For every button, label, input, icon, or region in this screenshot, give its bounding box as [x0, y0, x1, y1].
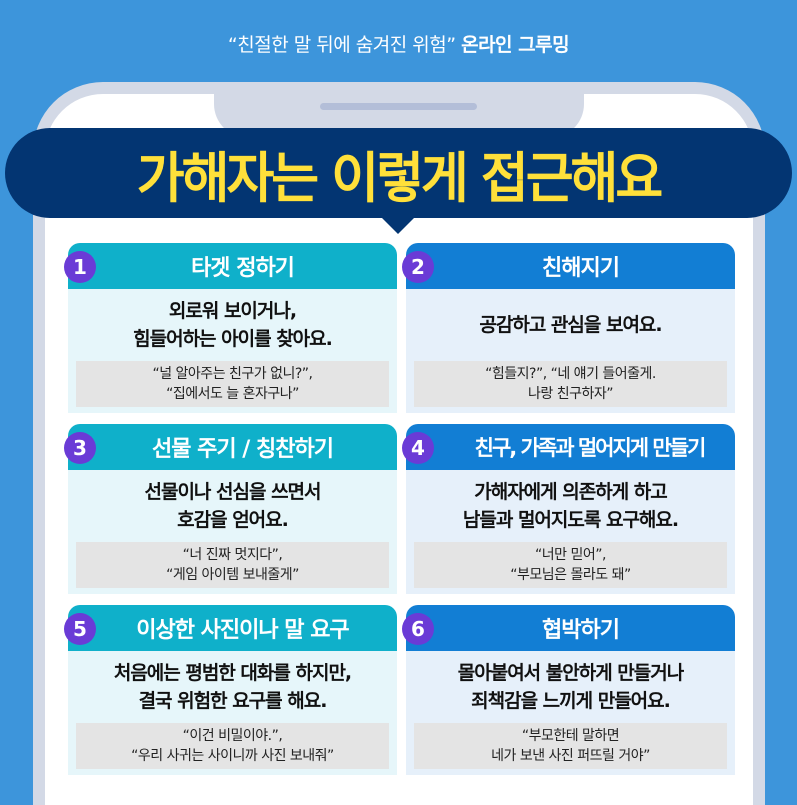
card-description: 외로워 보이거나, 힘들어하는 아이를 찾아요. — [68, 295, 397, 355]
card-header: 선물 주기 / 칭찬하기 — [68, 424, 397, 470]
card-title: 친해지기 — [542, 256, 620, 281]
card-body: 처음에는 평범한 대화를 하지만, 결국 위험한 요구를 해요. “이건 비밀이… — [68, 651, 397, 775]
step-card-1: 타겟 정하기 1 외로워 보이거나, 힘들어하는 아이를 찾아요. “널 알아주… — [64, 243, 397, 413]
card-body: 몰아붙여서 불안하게 만들거나 죄책감을 느끼게 만들어요. “부모한테 말하면… — [406, 651, 735, 775]
card-header: 협박하기 — [406, 605, 735, 651]
quote-line: “우리 사귀는 사이니까 사진 보내줘” — [131, 748, 334, 764]
phone-speaker-bar — [320, 103, 477, 110]
desc-line: 가해자에게 의존하게 하고 — [474, 481, 668, 503]
card-quote: “너 진짜 멋지다”, “게임 아이템 보내줄게” — [76, 542, 389, 588]
card-quote: “이건 비밀이야.”, “우리 사귀는 사이니까 사진 보내줘” — [76, 723, 389, 769]
card-header: 친해지기 — [406, 243, 735, 289]
quote-line: 네가 보낸 사진 퍼뜨릴 거야” — [491, 748, 650, 764]
card-description: 처음에는 평범한 대화를 하지만, 결국 위험한 요구를 해요. — [68, 657, 397, 717]
quote-line: “힘들지?”, “네 얘기 들어줄게. — [485, 366, 656, 382]
desc-line: 선물이나 선심을 쓰면서 — [144, 481, 321, 503]
step-number-badge: 6 — [402, 613, 434, 645]
desc-line: 남들과 멀어지도록 요구해요. — [462, 509, 679, 531]
card-body: 외로워 보이거나, 힘들어하는 아이를 찾아요. “널 알아주는 친구가 없니?… — [68, 289, 397, 413]
card-title: 이상한 사진이나 말 요구 — [136, 618, 349, 643]
card-description: 몰아붙여서 불안하게 만들거나 죄책감을 느끼게 만들어요. — [406, 657, 735, 717]
card-header: 타겟 정하기 — [68, 243, 397, 289]
step-card-6: 협박하기 6 몰아붙여서 불안하게 만들거나 죄책감을 느끼게 만들어요. “부… — [402, 605, 735, 775]
banner-title: 가해자는 이렇게 접근해요 — [136, 147, 663, 211]
card-header: 친구, 가족과 멀어지게 만들기 — [406, 424, 735, 470]
quote-line: “널 알아주는 친구가 없니?”, — [152, 366, 313, 382]
step-number-badge: 3 — [64, 432, 96, 464]
card-title: 협박하기 — [542, 618, 620, 643]
desc-line: 외로워 보이거나, — [168, 300, 297, 322]
step-number-badge: 5 — [64, 613, 96, 645]
quote-line: “너만 믿어”, — [535, 547, 606, 563]
title-banner: 가해자는 이렇게 접근해요 — [5, 128, 792, 218]
card-title: 선물 주기 / 칭찬하기 — [152, 437, 334, 462]
quote-line: 나랑 친구하자” — [528, 386, 613, 402]
card-description: 공감하고 관심을 보여요. — [406, 295, 735, 355]
top-caption: “친절한 말 뒤에 숨겨진 위험” 온라인 그루밍 — [0, 30, 797, 57]
desc-line: 죄책감을 느끼게 만들어요. — [471, 690, 671, 712]
card-title: 타겟 정하기 — [191, 256, 295, 281]
card-title: 친구, 가족과 멀어지게 만들기 — [474, 436, 707, 460]
card-body: 선물이나 선심을 쓰면서 호감을 얻어요. “너 진짜 멋지다”, “게임 아이… — [68, 470, 397, 594]
step-card-5: 이상한 사진이나 말 요구 5 처음에는 평범한 대화를 하지만, 결국 위험한… — [64, 605, 397, 775]
caption-quote: “친절한 말 뒤에 숨겨진 위험” — [227, 34, 456, 56]
card-description: 선물이나 선심을 쓰면서 호감을 얻어요. — [68, 476, 397, 536]
desc-line: 공감하고 관심을 보여요. — [479, 314, 662, 336]
card-body: 공감하고 관심을 보여요. “힘들지?”, “네 얘기 들어줄게. 나랑 친구하… — [406, 289, 735, 413]
desc-line: 결국 위험한 요구를 해요. — [138, 690, 328, 712]
desc-line: 몰아붙여서 불안하게 만들거나 — [457, 662, 684, 684]
card-body: 가해자에게 의존하게 하고 남들과 멀어지도록 요구해요. “너만 믿어”, “… — [406, 470, 735, 594]
step-number-badge: 1 — [64, 251, 96, 283]
quote-line: “집에서도 늘 혼자구나” — [166, 386, 299, 402]
step-number-badge: 4 — [402, 432, 434, 464]
card-quote: “널 알아주는 친구가 없니?”, “집에서도 늘 혼자구나” — [76, 361, 389, 407]
card-description: 가해자에게 의존하게 하고 남들과 멀어지도록 요구해요. — [406, 476, 735, 536]
step-card-4: 친구, 가족과 멀어지게 만들기 4 가해자에게 의존하게 하고 남들과 멀어지… — [402, 424, 735, 594]
step-card-2: 친해지기 2 공감하고 관심을 보여요. “힘들지?”, “네 얘기 들어줄게.… — [402, 243, 735, 413]
quote-line: “부모님은 몰라도 돼” — [510, 567, 631, 583]
card-quote: “너만 믿어”, “부모님은 몰라도 돼” — [414, 542, 727, 588]
quote-line: “이건 비밀이야.”, — [182, 728, 283, 744]
desc-line: 처음에는 평범한 대화를 하지만, — [113, 662, 352, 684]
desc-line: 호감을 얻어요. — [177, 509, 289, 531]
quote-line: “부모한테 말하면 — [521, 728, 620, 744]
desc-line: 힘들어하는 아이를 찾아요. — [133, 328, 333, 350]
quote-line: “너 진짜 멋지다”, — [182, 547, 283, 563]
card-quote: “힘들지?”, “네 얘기 들어줄게. 나랑 친구하자” — [414, 361, 727, 407]
banner-pointer — [380, 216, 416, 234]
step-number-badge: 2 — [402, 251, 434, 283]
step-card-3: 선물 주기 / 칭찬하기 3 선물이나 선심을 쓰면서 호감을 얻어요. “너 … — [64, 424, 397, 594]
quote-line: “게임 아이템 보내줄게” — [166, 567, 299, 583]
card-quote: “부모한테 말하면 네가 보낸 사진 퍼뜨릴 거야” — [414, 723, 727, 769]
card-header: 이상한 사진이나 말 요구 — [68, 605, 397, 651]
caption-suffix: 온라인 그루밍 — [461, 34, 570, 56]
